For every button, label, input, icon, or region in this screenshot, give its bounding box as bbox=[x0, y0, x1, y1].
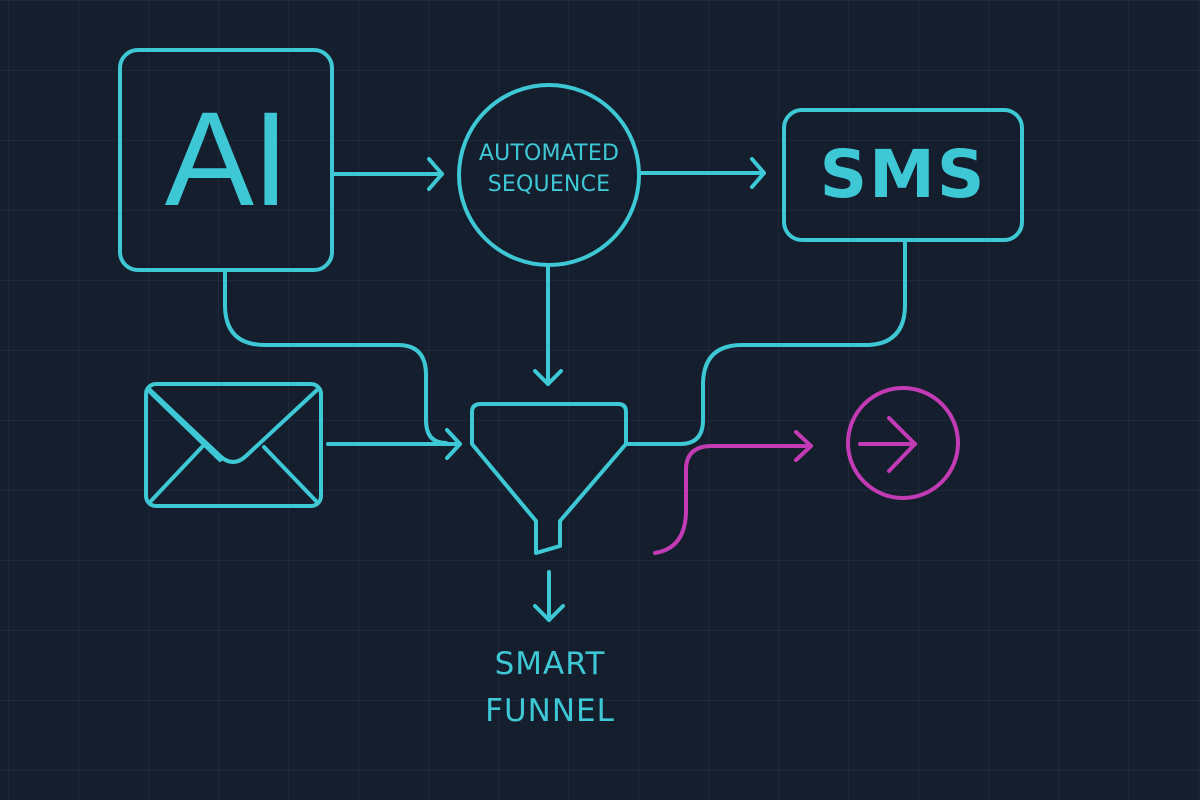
sequence-label-line2: SEQUENCE bbox=[487, 172, 611, 197]
arrow-right-circle-icon[interactable] bbox=[846, 386, 960, 500]
arrowhead-icon bbox=[533, 369, 563, 386]
edge-ai-to-sequence bbox=[332, 157, 444, 191]
edge-funnel-to-output bbox=[653, 430, 813, 555]
sms-node-label: SMS bbox=[819, 136, 987, 213]
funnel-label-line1: SMART bbox=[494, 646, 606, 682]
smart-funnel-label: SMART FUNNEL bbox=[440, 641, 660, 735]
ai-node-label: AI bbox=[164, 85, 290, 234]
sms-node-box bbox=[782, 108, 1024, 242]
arrowhead-icon bbox=[750, 157, 766, 189]
arrowhead-icon bbox=[445, 428, 462, 460]
edge-sequence-to-funnel bbox=[533, 264, 563, 386]
edge-sequence-to-sms bbox=[638, 157, 766, 189]
sequence-label-line1: AUTOMATED bbox=[478, 141, 620, 166]
ai-node-box bbox=[118, 48, 334, 272]
funnel-label-line2: FUNNEL bbox=[485, 693, 615, 729]
edge-ai-to-funnel bbox=[223, 270, 448, 445]
sequence-node-label: AUTOMATED SEQUENCE bbox=[458, 138, 640, 200]
edge-funnel-to-label bbox=[533, 570, 565, 622]
arrowhead-icon bbox=[427, 157, 444, 191]
arrowhead-icon bbox=[794, 430, 813, 462]
funnel-icon bbox=[470, 402, 628, 555]
edge-sms-to-funnel bbox=[625, 240, 907, 446]
envelope-icon bbox=[144, 382, 323, 508]
edge-email-to-funnel bbox=[326, 428, 462, 460]
arrowhead-icon bbox=[533, 604, 565, 622]
